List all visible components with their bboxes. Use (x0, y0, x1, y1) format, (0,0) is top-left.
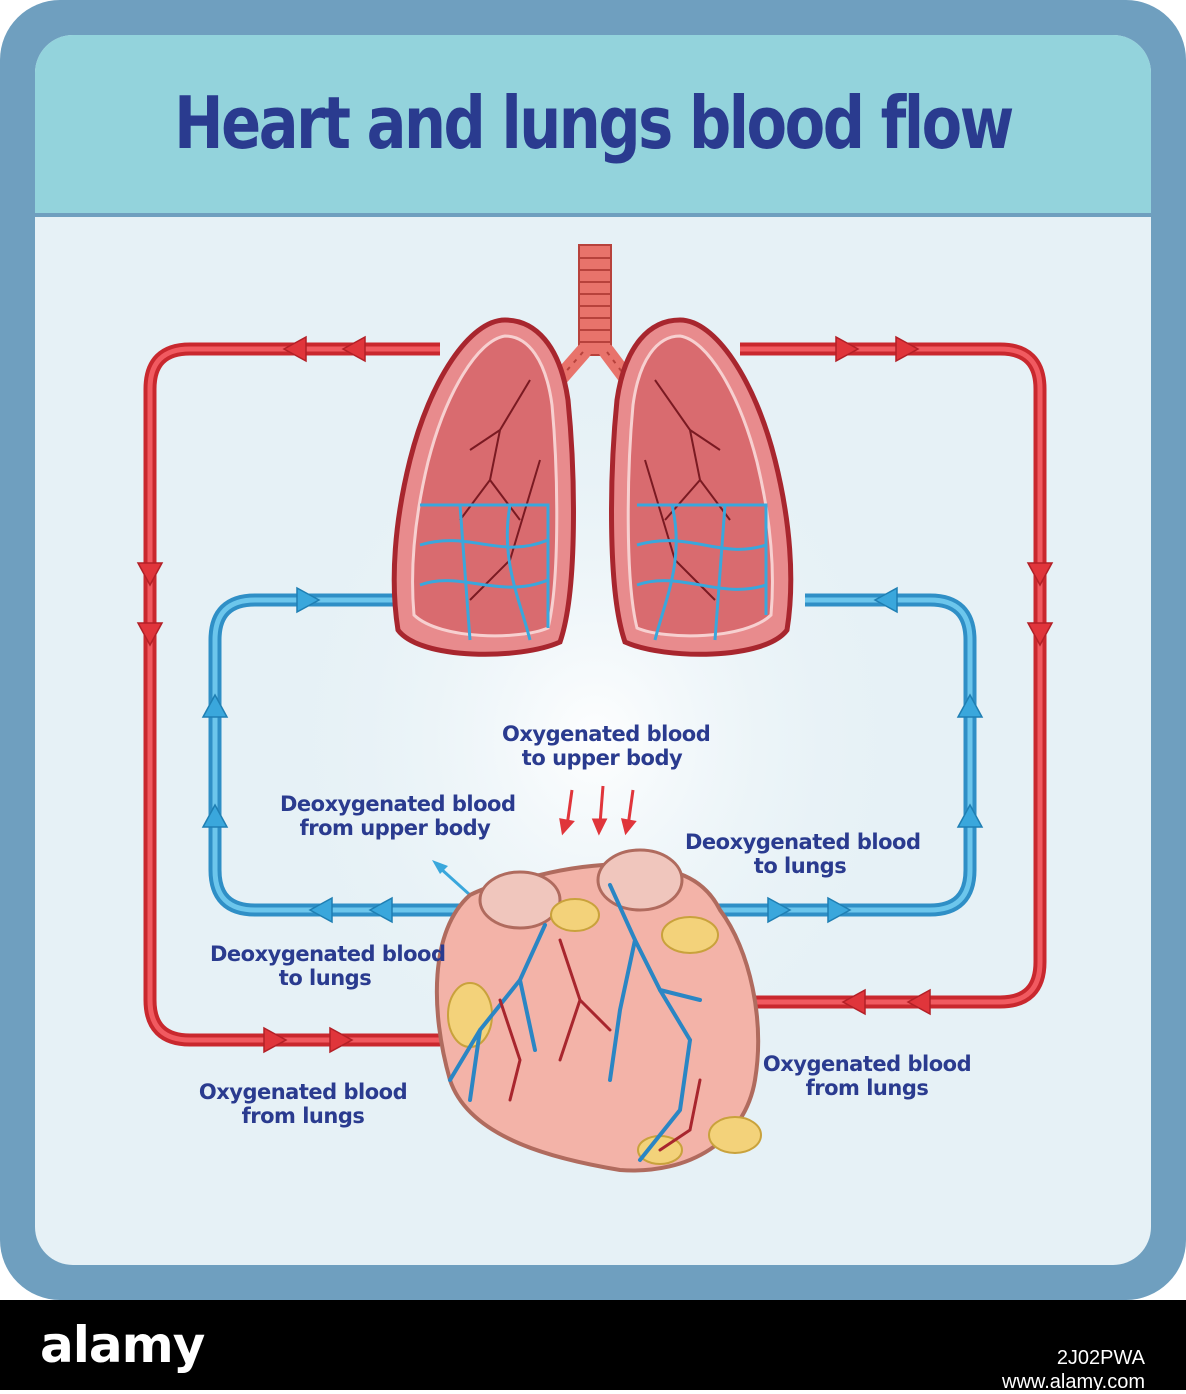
flow-arrow-icon (1026, 622, 1054, 647)
stock-image-info: 2J02PWA www.alamy.com (945, 1346, 1145, 1394)
flow-arrow-icon (263, 1026, 288, 1054)
aorta-flow-arrows (559, 785, 637, 836)
heart-icon (434, 848, 762, 1173)
deoxygenated-arrows (201, 586, 984, 924)
alamy-logo: alamy (40, 1316, 205, 1374)
flow-arrow-icon (296, 586, 321, 614)
flow-arrow-icon (308, 896, 333, 924)
flow-arrow-icon (827, 896, 852, 924)
flow-arrow-icon (956, 803, 984, 828)
flow-arrow-icon (368, 896, 393, 924)
oxygenated-arrows (136, 335, 1054, 1054)
lungs-icon (391, 317, 794, 657)
flow-arrow-icon (201, 693, 229, 718)
flow-arrow-icon (201, 803, 229, 828)
flow-arrow-icon (136, 622, 164, 647)
flow-arrow-icon (329, 1026, 354, 1054)
flow-arrow-icon (1026, 562, 1054, 587)
flow-arrow-icon (835, 335, 860, 363)
flow-arrow-icon (767, 896, 792, 924)
flow-arrow-icon (136, 562, 164, 587)
deoxygenated-loop (208, 593, 977, 917)
stock-footer (0, 1300, 1186, 1390)
oxygenated-loop (143, 342, 1047, 1047)
flow-arrow-icon (873, 586, 898, 614)
flow-arrow-icon (341, 335, 366, 363)
title-banner: Heart and lungs blood flow (35, 35, 1151, 213)
flow-arrow-icon (956, 693, 984, 718)
blood-flow-diagram (136, 244, 1054, 1173)
flow-arrow-icon (895, 335, 920, 363)
image-id: 2J02PWA (1056, 1347, 1145, 1369)
label-pointer (432, 860, 472, 897)
banner-divider (35, 213, 1151, 217)
flow-arrow-icon (906, 988, 931, 1016)
flow-arrow-icon (282, 335, 307, 363)
page-title: Heart and lungs blood flow (174, 81, 1014, 165)
site-url: www.alamy.com (1002, 1371, 1145, 1393)
flow-arrow-icon (841, 988, 866, 1016)
